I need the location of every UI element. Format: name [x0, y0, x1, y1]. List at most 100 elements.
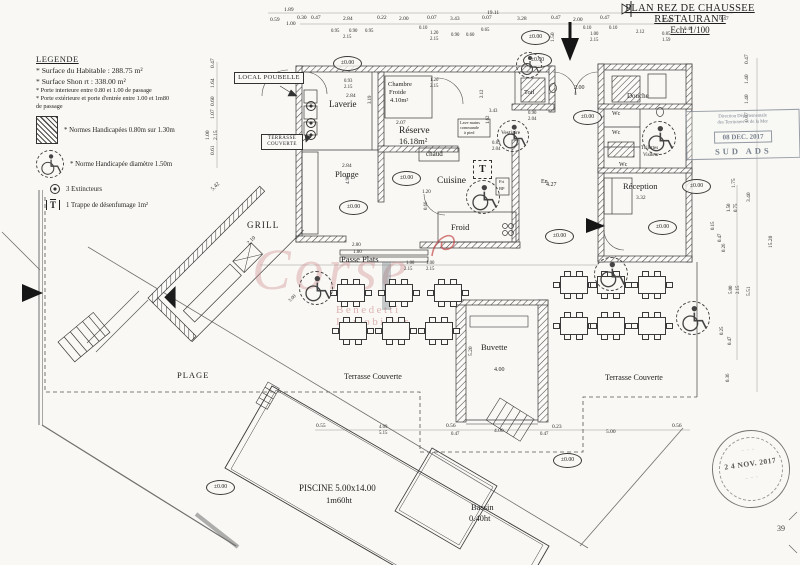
room-label: Lave mains — [460, 120, 480, 125]
dimension-label: 1.00 — [426, 261, 435, 266]
dimension-label: 2.04 — [528, 117, 537, 122]
dimension-label: 0.10 — [419, 26, 428, 31]
ddtm-stamp-line2: des Territoires et de la Mer — [717, 119, 769, 126]
dimension-label: 2.84 — [346, 93, 356, 99]
room-label: à pied — [464, 130, 475, 135]
room-label: Fri — [499, 179, 505, 184]
room-label: Douche — [627, 92, 649, 100]
stairs — [57, 311, 111, 363]
dimension-label: 1.00 — [590, 32, 599, 37]
buvette-structure — [455, 299, 549, 425]
dining-table — [631, 312, 673, 340]
dimension-label: 0.47 — [451, 432, 460, 437]
dimension-label: 3.43 — [450, 16, 460, 22]
level-marker: ±0.00 — [339, 200, 368, 215]
dimension-label: 1.20 — [422, 190, 431, 195]
north-symbol-icon — [621, 1, 632, 17]
room-label: Froid — [451, 222, 470, 232]
title-block: PLAN REZ DE CHAUSSEE RESTAURANT Ech: 1/1… — [584, 3, 796, 35]
dimension-label: 3.32 — [662, 18, 672, 24]
legend-surface-shon: * Surface Shon rt : 338.00 m² — [36, 77, 126, 86]
level-marker: ±0.00 — [545, 229, 574, 244]
room-label: Bassin — [471, 502, 494, 512]
dimension-label: 1.20 — [430, 31, 439, 36]
room-label: Wc — [619, 162, 628, 168]
dimension-label: 5.00 — [606, 429, 616, 435]
dining-table — [418, 317, 460, 345]
room-label: commande — [460, 125, 479, 130]
dimension-label: 0.93 — [344, 79, 353, 84]
room-label: Toil — [524, 89, 535, 96]
dimension-label: 2.12 — [636, 30, 645, 35]
dimension-label: 2.15 — [426, 267, 435, 272]
room-label: Chambre — [388, 81, 412, 88]
dimension-label: 0.40 — [684, 27, 693, 32]
terrace-dashed-boundary — [44, 197, 697, 453]
dimension-label: 2.84 — [342, 163, 352, 169]
ddtm-stamp-date: 08 DEC. 2017 — [714, 130, 772, 144]
dimension-label: 2.00 — [352, 243, 361, 248]
dimension-label: 0.22 — [377, 15, 387, 21]
room-label: Plonge — [335, 169, 359, 179]
grill-wing — [147, 185, 304, 343]
dimension-label: 0.23 — [552, 424, 562, 430]
page-number: 39 — [777, 524, 785, 533]
smoke-trap-symbol: T — [473, 160, 492, 179]
dimension-label: 2.04 — [492, 147, 501, 152]
dining-table — [631, 271, 673, 299]
room-label: 16.18m² — [399, 136, 428, 146]
dimension-label: 1.89 — [284, 7, 294, 13]
dimension-label: 3.43 — [489, 109, 498, 114]
level-marker: ±0.00 — [206, 480, 235, 495]
room-label: Wc — [612, 130, 621, 136]
partitions-and-fixtures — [301, 72, 667, 263]
dimension-label: 2.15 — [430, 37, 439, 42]
boxed-label: LOCAL POUBELLE — [234, 72, 304, 84]
dimension-label: 3.32 — [636, 195, 646, 201]
dimension-label: 5.15 — [379, 431, 388, 436]
legend-normes: * Normes Handicapées 0.80m sur 1.30m — [64, 126, 175, 134]
dimension-label: 2.00 — [574, 85, 585, 91]
dimension-label: 2.15 — [590, 38, 599, 43]
entrance-arrow-icon — [561, 22, 579, 61]
dimension-label: 0.10 — [609, 26, 618, 31]
ddtm-stamp: Direction Départementale des Territoires… — [685, 108, 800, 160]
dining-table — [332, 317, 374, 345]
extinguisher-icon — [50, 184, 60, 194]
dimension-label: 2.15 — [343, 35, 352, 40]
room-label: Cuisine — [437, 176, 467, 186]
dimension-label: 1.00 — [406, 261, 415, 266]
bassin-outline — [394, 447, 498, 550]
room-label: Visiteur — [643, 153, 659, 158]
plan-title: PLAN REZ DE CHAUSSEE — [625, 3, 755, 14]
level-marker: ±0.00 — [553, 453, 582, 468]
room-label: BP — [499, 186, 505, 191]
dimension-label: 4.00 — [494, 367, 505, 373]
dimension-label: 0.59 — [270, 17, 280, 23]
dining-table — [590, 312, 632, 340]
wheelchair-icon — [36, 150, 64, 178]
dimension-label: 0.90 — [528, 111, 537, 116]
hatch-swatch-icon — [36, 116, 58, 144]
room-label: 1m60ht — [326, 495, 352, 505]
wheelchair-icon — [299, 271, 333, 305]
dimension-label: 2.15 — [430, 84, 439, 89]
terrace-steps — [485, 397, 535, 442]
dimension-label: 0.56 — [446, 423, 456, 429]
dimension-label: 0.47 — [311, 15, 321, 21]
dimension-label: 4.09 — [379, 425, 388, 430]
room-label: 0.40ht — [469, 513, 491, 523]
dimension-label: 0.83 — [492, 141, 501, 146]
dimension-label: 4.27 — [546, 182, 557, 188]
wheelchair-icon — [497, 120, 529, 152]
dining-table — [427, 279, 469, 307]
dimension-label: 2.15 — [344, 85, 353, 90]
dimension-label: 3.28 — [517, 16, 527, 22]
plan-subtitle: RESTAURANT — [654, 14, 726, 25]
